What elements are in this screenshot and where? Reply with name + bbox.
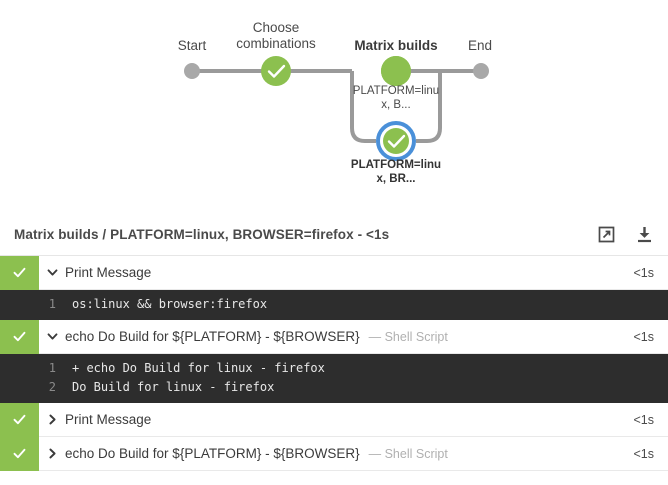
log-line: 1 os:linux && browser:firefox — [0, 295, 668, 314]
result-title: Matrix builds / PLATFORM=linux, BROWSER=… — [14, 226, 390, 242]
branch-node-label-1: PLATFORM=linu x, B... — [352, 85, 440, 111]
steps-list: Print Message <1s 1 os:linux && browser:fir… — [0, 255, 668, 471]
stage-label-choose-combinations: Choose combinations — [236, 20, 316, 51]
step-1: echo Do Build for ${PLATFORM} - ${BROWSE… — [0, 319, 668, 403]
connector-branch-left — [350, 71, 376, 143]
header-actions — [596, 224, 654, 244]
branch-node-label-2: PLATFORM=linu x, BR... — [350, 159, 442, 185]
step-type: — Shell Script — [368, 446, 448, 461]
step-duration: <1s — [633, 446, 654, 461]
step-header[interactable]: echo Do Build for ${PLATFORM} - ${BROWSE… — [0, 319, 668, 354]
branch-node-platform-linux-b[interactable] — [381, 56, 411, 86]
step-status-success-icon — [0, 255, 39, 290]
download-icon[interactable] — [634, 224, 654, 244]
step-type: — Shell Script — [368, 329, 448, 344]
chevron-right-icon[interactable] — [39, 448, 65, 459]
stage-label-start: Start — [177, 38, 207, 53]
step-console-log[interactable]: 1 + echo Do Build for linux - firefox 2 Do … — [0, 354, 668, 403]
log-line: 1 + echo Do Build for linux - firefox — [0, 359, 668, 378]
log-line-number: 1 — [48, 297, 56, 311]
step-name: Print Message — [65, 265, 152, 280]
chevron-down-icon[interactable] — [39, 267, 65, 278]
branch-node-platform-linux-br[interactable] — [376, 121, 416, 161]
step-3: echo Do Build for ${PLATFORM} - ${BROWSE… — [0, 436, 668, 471]
log-line: 2 Do Build for linux - firefox — [0, 378, 668, 397]
result-header: Matrix builds / PLATFORM=linux, BROWSER=… — [0, 213, 668, 255]
step-2: Print Message <1s — [0, 402, 668, 437]
log-line-number: 1 — [48, 361, 56, 375]
pipeline-graph-svg — [184, 56, 489, 161]
step-status-success-icon — [0, 402, 39, 437]
open-in-new-icon[interactable] — [596, 224, 616, 244]
step-name: Print Message — [65, 412, 152, 427]
stage-label-matrix-builds: Matrix builds — [354, 38, 438, 53]
chevron-right-icon[interactable] — [39, 414, 65, 425]
step-duration: <1s — [633, 265, 654, 280]
pipeline-graph: Start Choose combinations Matrix builds … — [0, 0, 668, 213]
start-dot — [184, 63, 200, 79]
step-header[interactable]: Print Message <1s — [0, 402, 668, 437]
step-duration: <1s — [633, 329, 654, 344]
log-line-text: + echo Do Build for linux - firefox — [72, 361, 325, 375]
chevron-down-icon[interactable] — [39, 331, 65, 342]
step-duration: <1s — [633, 412, 654, 427]
stage-label-end: End — [467, 38, 493, 53]
step-header[interactable]: Print Message <1s — [0, 255, 668, 290]
step-name: echo Do Build for ${PLATFORM} - ${BROWSE… — [65, 446, 360, 461]
step-name: echo Do Build for ${PLATFORM} - ${BROWSE… — [65, 329, 360, 344]
log-line-text: os:linux && browser:firefox — [72, 297, 268, 311]
step-header[interactable]: echo Do Build for ${PLATFORM} - ${BROWSE… — [0, 436, 668, 471]
log-line-number: 2 — [48, 380, 56, 394]
end-dot — [473, 63, 489, 79]
step-0: Print Message <1s 1 os:linux && browser:fir… — [0, 255, 668, 320]
connector-branch-right — [416, 71, 442, 143]
stage-node-choose-combinations[interactable] — [261, 56, 291, 86]
step-status-success-icon — [0, 319, 39, 354]
step-status-success-icon — [0, 436, 39, 471]
step-console-log[interactable]: 1 os:linux && browser:firefox — [0, 290, 668, 320]
log-line-text: Do Build for linux - firefox — [72, 380, 275, 394]
